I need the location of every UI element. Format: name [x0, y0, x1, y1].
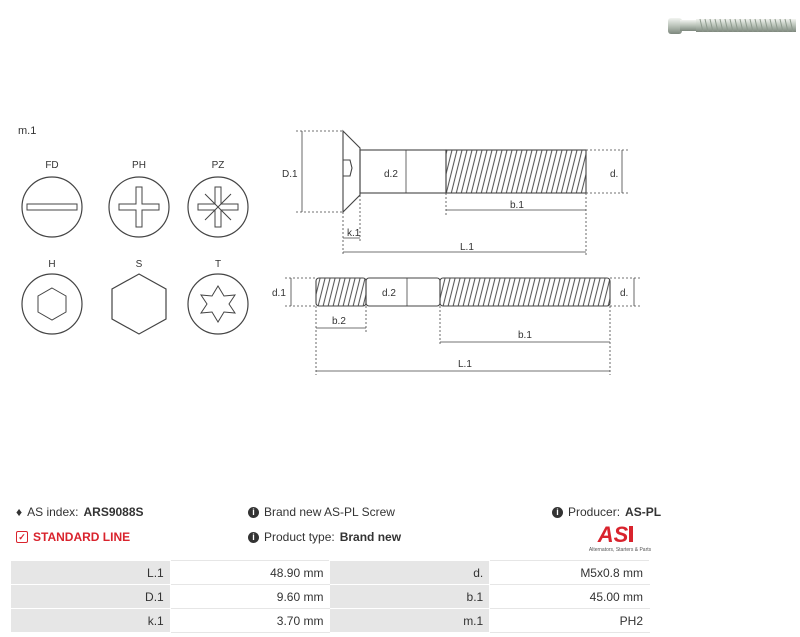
- as-logo: AS Alternators, Starters & Parts: [589, 522, 652, 553]
- dim-label-L1-bottom: L.1: [458, 359, 472, 370]
- product-thumbnail: [668, 18, 796, 34]
- spec-key: k.1: [10, 608, 171, 633]
- spec-key: b.1: [329, 584, 491, 609]
- spec-value: PH2: [489, 608, 650, 633]
- standard-line-badge: ✓ STANDARD LINE: [16, 530, 130, 544]
- as-index-value: ARS9088S: [83, 505, 144, 519]
- stud-drawing: [315, 277, 611, 307]
- brand-new-text: Brand new AS-PL Screw: [264, 505, 395, 519]
- dim-label-D1: D.1: [282, 169, 298, 180]
- brand-new-note: i Brand new AS-PL Screw: [248, 505, 395, 519]
- svg-text:AS: AS: [597, 522, 629, 547]
- spec-value: 48.90 mm: [169, 560, 331, 585]
- bottom-dimension-lines: [285, 277, 640, 375]
- product-type: i Product type: Brand new: [248, 530, 401, 544]
- head-label-ph: PH: [132, 160, 146, 171]
- dim-label-d2-top: d.2: [384, 169, 398, 180]
- top-dimension-lines: [296, 130, 628, 256]
- check-square-icon: ✓: [16, 531, 28, 543]
- svg-text:Alternators, Starters & Parts: Alternators, Starters & Parts: [589, 547, 652, 553]
- head-label-t: T: [215, 259, 221, 270]
- technical-drawing: m.1 FD PH PZ H S T: [18, 125, 640, 375]
- dim-label-d1: d.1: [272, 288, 286, 299]
- dim-label-L1-top: L.1: [460, 242, 474, 253]
- spec-key: d.: [329, 560, 491, 585]
- dim-label-d-top: d.: [610, 169, 618, 180]
- tags-icon: ♦: [16, 505, 23, 519]
- spec-key: L.1: [10, 560, 171, 585]
- standard-line-text: STANDARD LINE: [33, 530, 131, 544]
- dim-label-k1: k.1: [347, 228, 361, 239]
- hex-socket-drive-icon: [21, 273, 83, 335]
- head-label-h: H: [48, 259, 55, 270]
- info-icon: i: [248, 531, 259, 543]
- dim-label-d-bottom: d.: [620, 288, 628, 299]
- hex-head-drive-icon: [111, 273, 167, 335]
- countersunk-screw-drawing: [342, 129, 587, 214]
- product-type-label: Product type:: [264, 530, 335, 544]
- mark-label: m.1: [18, 125, 36, 137]
- slotted-drive-icon: [21, 176, 83, 238]
- spec-value: 3.70 mm: [169, 608, 331, 633]
- as-index: ♦ AS index: ARS9088S: [16, 505, 144, 519]
- dim-label-d2-bottom: d.2: [382, 288, 396, 299]
- torx-drive-icon: [187, 273, 249, 335]
- spec-value: M5x0.8 mm: [489, 560, 650, 585]
- info-icon: i: [248, 506, 259, 518]
- producer: i Producer: AS-PL: [552, 505, 661, 519]
- product-type-value: Brand new: [339, 530, 402, 544]
- producer-value: AS-PL: [625, 505, 662, 519]
- spec-value: 9.60 mm: [169, 584, 331, 609]
- spec-key: m.1: [329, 608, 491, 633]
- as-index-label: AS index:: [27, 505, 79, 519]
- spec-value: 45.00 mm: [489, 584, 650, 609]
- head-label-fd: FD: [45, 160, 58, 171]
- dim-label-b1-top: b.1: [510, 200, 524, 211]
- head-label-pz: PZ: [212, 160, 225, 171]
- head-label-s: S: [136, 259, 143, 270]
- producer-label: Producer:: [568, 505, 621, 519]
- info-icon: i: [552, 506, 563, 518]
- phillips-drive-icon: [108, 176, 170, 238]
- spec-key: D.1: [10, 584, 171, 609]
- dim-label-b1-bottom: b.1: [518, 330, 532, 341]
- pozidriv-drive-icon: [187, 176, 249, 238]
- dim-label-b2: b.2: [332, 316, 346, 327]
